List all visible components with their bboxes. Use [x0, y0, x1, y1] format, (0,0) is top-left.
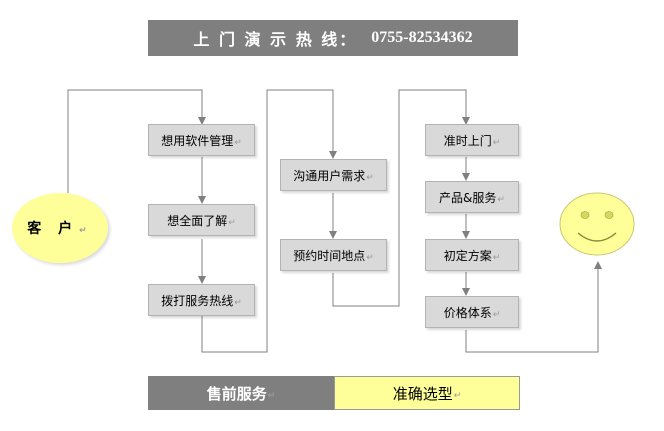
customer-label: 客 户	[27, 221, 79, 237]
connector-col1-to-col2	[201, 89, 337, 353]
step-want-software: 想用软件管理↵	[148, 124, 255, 156]
return-mark: ↵	[492, 138, 501, 148]
legend-presales-label: 售前服务	[206, 384, 267, 403]
legend-selection-label: 准确选型	[392, 384, 453, 403]
connector-col2-to-col3	[332, 89, 470, 307]
step-label: 准时上门	[443, 133, 492, 148]
return-mark: ↵	[267, 391, 276, 401]
customer-node: 客 户↵	[12, 193, 108, 263]
return-mark: ↵	[234, 298, 242, 308]
connector-customer-to-col1	[67, 89, 206, 193]
step-label: 想全面了解	[167, 213, 228, 228]
return-mark: ↵	[453, 391, 462, 401]
step-label: 沟通用户需求	[293, 168, 366, 183]
step-label: 初定方案	[443, 248, 492, 263]
return-mark: ↵	[366, 253, 374, 263]
return-mark: ↵	[492, 310, 501, 320]
legend-presales: 售前服务↵	[148, 376, 334, 410]
return-mark: ↵	[366, 173, 374, 183]
step-call-hotline: 拨打服务热线↵	[148, 284, 255, 316]
return-mark: ↵	[79, 226, 93, 236]
step-book-appointment: 预约时间地点↵	[280, 239, 387, 271]
return-mark: ↵	[228, 218, 236, 228]
step-price-system: 价格体系↵	[425, 296, 519, 328]
return-mark: ↵	[497, 195, 505, 205]
step-label: 产品&服务	[439, 190, 497, 205]
step-label: 拨打服务热线	[161, 293, 234, 308]
step-label: 想用软件管理	[161, 133, 234, 148]
step-on-time-visit: 准时上门↵	[425, 124, 519, 156]
step-initial-plan: 初定方案↵	[425, 239, 519, 271]
step-label: 价格体系	[443, 305, 492, 320]
smiley-face-icon	[559, 192, 635, 256]
return-mark: ↵	[492, 253, 501, 263]
hotline-phone: 0755-82534362	[371, 29, 473, 46]
legend-accurate-selection: 准确选型↵	[334, 376, 520, 410]
return-mark: ↵	[234, 138, 242, 148]
hotline-banner: 上 门 演 示 热 线： 0755-82534362	[148, 20, 518, 56]
step-label: 预约时间地点	[293, 248, 366, 263]
connector-col3-to-smiley	[465, 261, 602, 353]
step-full-understanding: 想全面了解↵	[148, 204, 255, 236]
hotline-label: 上 门 演 示 热 线：	[193, 30, 358, 49]
step-communicate-needs: 沟通用户需求↵	[280, 159, 387, 191]
step-product-service: 产品&服务↵	[425, 181, 519, 213]
